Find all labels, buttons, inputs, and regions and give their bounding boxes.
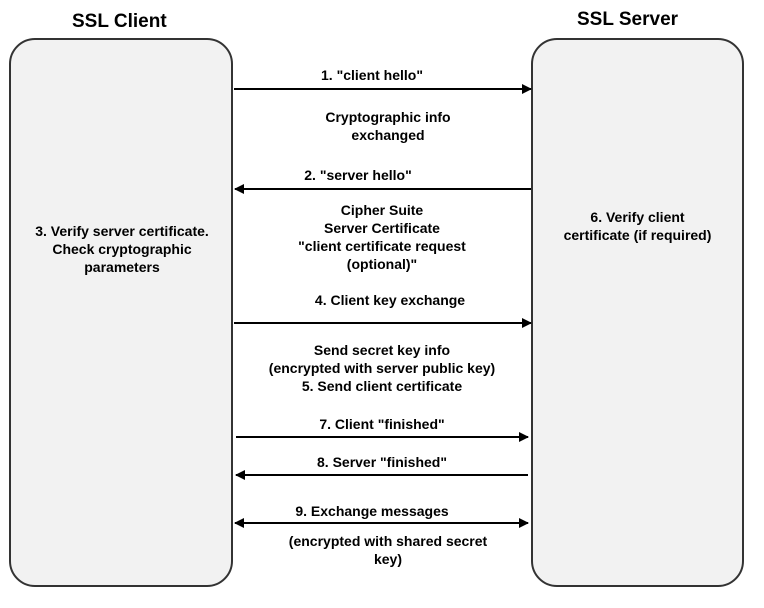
label-server-hello: 2. "server hello" [304,167,412,183]
server-lifeline-box [531,38,744,587]
label-client-hello: 1. "client hello" [321,67,423,83]
label-client-key-exchange: 4. Client key exchange [314,292,466,308]
label-exchange-messages: 9. Exchange messages [295,503,449,519]
label-client-finished: 7. Client "finished" [319,416,445,432]
note-key-exchange-details: Send secret key info (encrypted with ser… [268,342,496,394]
note-exchange-details: (encrypted with shared secret key) [288,533,488,567]
label-server-finished: 8. Server "finished" [317,454,447,470]
note-crypto-info: Cryptographic info exchanged [325,109,451,143]
server-title: SSL Server [577,9,679,30]
note-server-hello-details: Cipher Suite Server Certificate "client … [298,202,466,272]
server-verify-note: 6. Verify client certificate (if require… [563,209,712,243]
client-title: SSL Client [72,11,167,32]
client-verify-note: 3. Verify server certificate. Check cryp… [35,223,209,275]
client-lifeline-box [9,38,233,587]
